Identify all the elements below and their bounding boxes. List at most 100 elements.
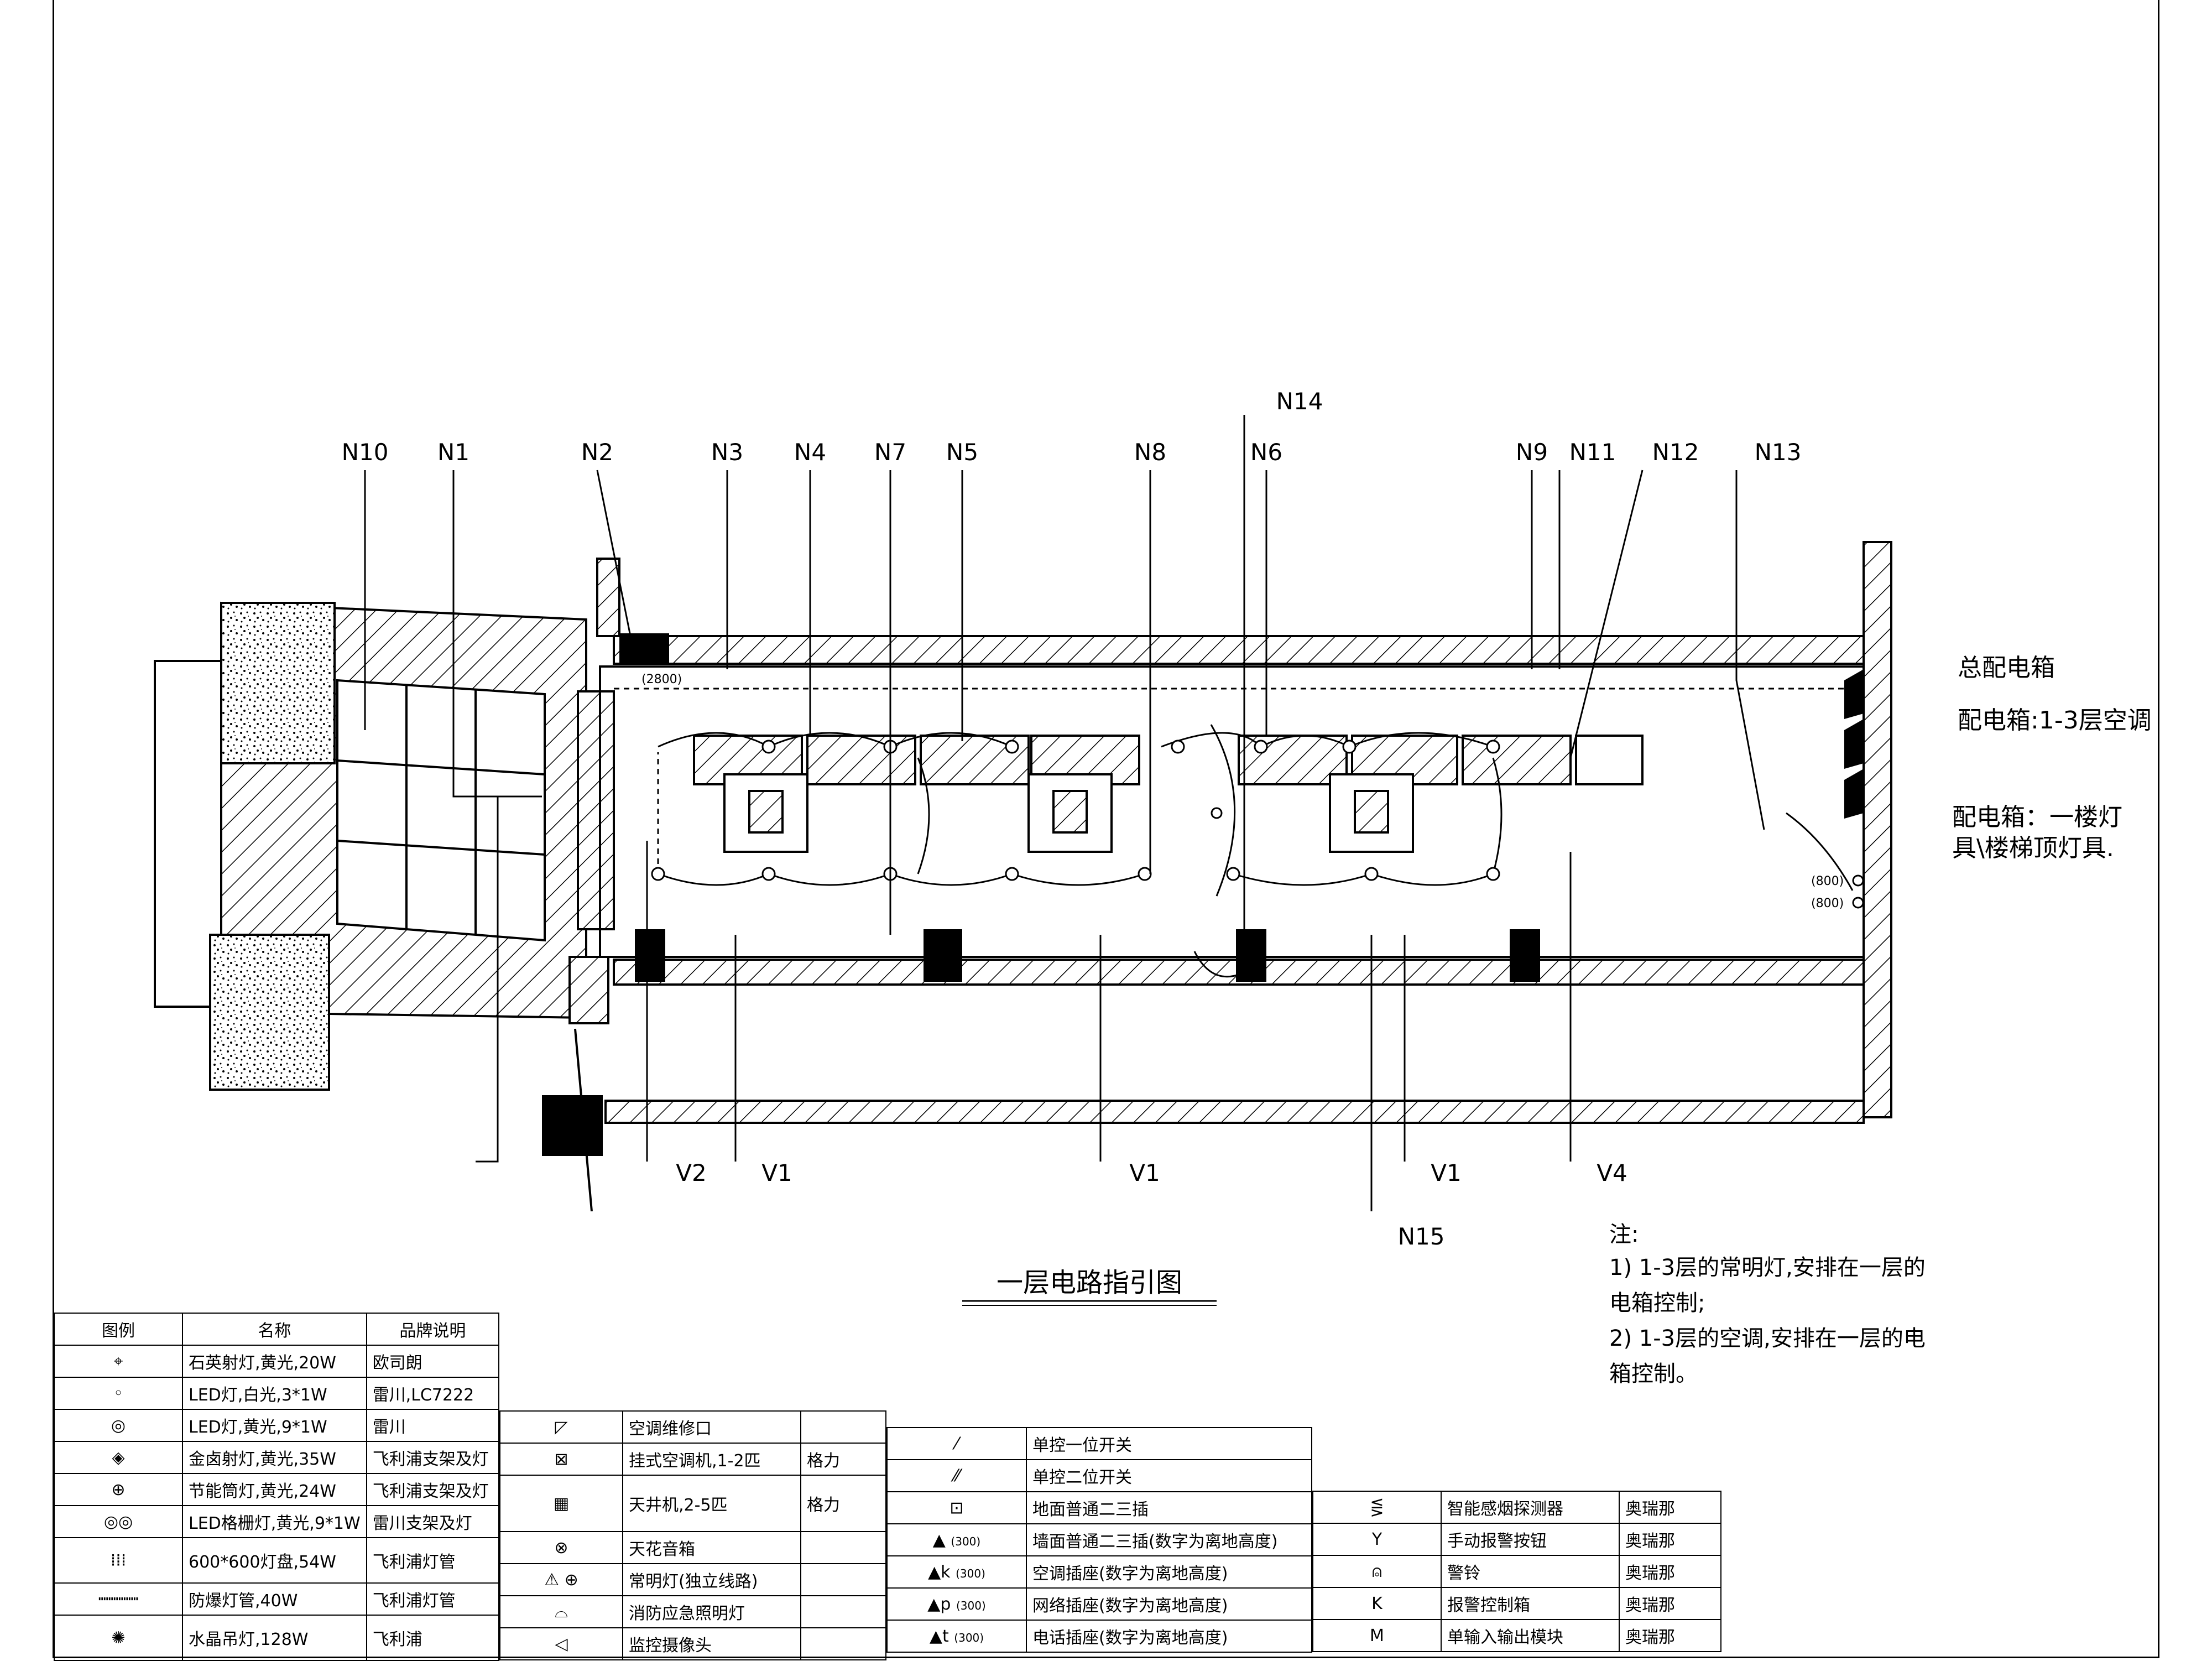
legend-name: LED灯,白光,3*1W (182, 1377, 367, 1410)
legend-row: ▲k (300)空调插座(数字为离地高度) (886, 1555, 1312, 1589)
legend-name: 网络插座(数字为离地高度) (1026, 1587, 1312, 1621)
legend-brand: 雷川支架及灯 (366, 1505, 500, 1538)
led-grille-icon: ◎◎ (103, 1512, 133, 1532)
legend-name: 空调维修口 (622, 1410, 801, 1444)
io-module-icon: M (1370, 1626, 1384, 1646)
drawing-frame (53, 0, 2159, 1658)
dim-tag-800-a: (800) (1811, 874, 1844, 888)
legend-name: 单控二位开关 (1026, 1459, 1312, 1492)
panel-light-icon: ⁞⁞⁞ (110, 1550, 127, 1570)
legend-brand: 奥瑞那 (1619, 1491, 1721, 1524)
legend-name: 墙面普通二三插(数字为离地高度) (1026, 1523, 1312, 1556)
legend-name: 天井机,2-5匹 (622, 1475, 801, 1532)
network-socket-icon: ▲p (927, 1594, 951, 1614)
label-n7: N7 (874, 439, 906, 466)
label-n8: N8 (1134, 439, 1166, 466)
legend-brand: 奥瑞那 (1619, 1619, 1721, 1652)
emergency-light-icon: ⌓ (555, 1602, 568, 1622)
smoke-detector-icon: ⋚ (1370, 1497, 1384, 1517)
legend-row: ◸ 空调维修口 (499, 1410, 886, 1444)
legend-name: LED灯,黄光,9*1W (182, 1409, 367, 1442)
cassette-ac-units (723, 773, 1414, 853)
label-n4: N4 (794, 439, 826, 466)
legend-row: ⍝ 警铃奥瑞那 (1312, 1555, 1721, 1588)
label-v1-a: V1 (761, 1159, 792, 1186)
label-v2: V2 (676, 1159, 706, 1186)
notes-heading: 注: (1609, 1222, 1639, 1247)
label-n14: N14 (1276, 388, 1323, 415)
legend-name: 电话插座(数字为离地高度) (1026, 1620, 1312, 1653)
cassette-ac-icon: ▦ (553, 1493, 570, 1513)
explosion-proof-tube-icon: ┉┉┉┉ (98, 1589, 139, 1609)
label-n9: N9 (1516, 439, 1548, 466)
dim-tag-2800: (2800) (641, 673, 682, 686)
label-n5: N5 (946, 439, 978, 466)
legend-row: ▦天井机,2-5匹格力 (499, 1475, 886, 1532)
downlight-icon: ⊕ (111, 1480, 126, 1499)
legend-name: 常明灯(独立线路) (622, 1563, 801, 1596)
floor-socket-icon: ⊡ (950, 1498, 964, 1518)
notes-body: 1) 1-3层的常明灯,安排在一层的 电箱控制; 2) 1-3层的空调,安排在一… (1609, 1255, 1926, 1387)
halide-spotlight-icon: ◈ (112, 1447, 125, 1467)
label-v1-c: V1 (1431, 1159, 1461, 1186)
label-n3: N3 (711, 439, 743, 466)
label-n6: N6 (1250, 439, 1282, 466)
wall-socket-icon: ▲ (932, 1530, 946, 1550)
legend-height-tag: (300) (954, 1631, 984, 1644)
legend-name: LED格栅灯,黄光,9*1W (182, 1505, 367, 1538)
legend-name: 天花音箱 (622, 1531, 801, 1564)
label-n11: N11 (1569, 439, 1616, 466)
legend-height-tag: (300) (956, 1566, 985, 1580)
double-switch-icon: ⁄⁄ (953, 1466, 960, 1486)
legend-brand: 奥瑞那 (1619, 1587, 1721, 1620)
legend-row: ▲t (300)电话插座(数字为离地高度) (886, 1620, 1312, 1653)
legend-row: ⌓消防应急照明灯 (499, 1595, 886, 1628)
legend-brand: 奥瑞那 (1619, 1555, 1721, 1588)
single-switch-icon: ⁄ (955, 1434, 958, 1454)
legend-brand: 雷川 (366, 1409, 500, 1442)
legend-name: 单控一位开关 (1026, 1427, 1312, 1460)
drawing-title: 一层电路指引图 (997, 1267, 1182, 1298)
legend-name: 报警控制箱 (1441, 1587, 1620, 1620)
dim-tag-800-b: (800) (1811, 897, 1844, 910)
legend-row: Y 手动报警按钮奥瑞那 (1312, 1523, 1721, 1556)
legend-name: 600*600灯盘,54W (182, 1537, 367, 1584)
legend-name: 手动报警按钮 (1441, 1523, 1620, 1556)
legend-brand (800, 1410, 886, 1444)
legend-name: 警铃 (1441, 1555, 1620, 1588)
label-n13: N13 (1755, 439, 1802, 466)
legend-name: 单输入输出模块 (1441, 1619, 1620, 1652)
legend-brand (800, 1595, 886, 1628)
legend-brand: 欧司朗 (366, 1345, 500, 1378)
legend-row: ⊡ 地面普通二三插 (886, 1491, 1312, 1524)
label-n1: N1 (437, 439, 469, 466)
legend-name: 监控摄像头 (622, 1627, 801, 1660)
legend-row: ⁄⁄ 单控二位开关 (886, 1459, 1312, 1492)
led-yellow-icon: ◎ (111, 1415, 126, 1435)
legend-brand: 奥瑞那 (1619, 1523, 1721, 1556)
panel-lighting-label: 配电箱：一楼灯 具\楼梯顶灯具. (1952, 803, 2122, 862)
legend-name: 智能感烟探测器 (1441, 1491, 1620, 1524)
entrance-structure (154, 601, 587, 1091)
legend-header-brand: 品牌说明 (366, 1313, 500, 1346)
legend-row: ⊠挂式空调机,1-2匹格力 (499, 1443, 886, 1476)
alarm-bell-icon: ⍝ (1372, 1561, 1382, 1581)
legend-height-tag: (300) (951, 1534, 981, 1548)
columns (542, 633, 1864, 1156)
legend-row: M 单输入输出模块奥瑞那 (1312, 1619, 1721, 1652)
legend-name: 防爆灯管,40W (182, 1582, 367, 1616)
manual-alarm-icon: Y (1371, 1529, 1383, 1549)
ac-access-icon: ◸ (555, 1417, 568, 1437)
